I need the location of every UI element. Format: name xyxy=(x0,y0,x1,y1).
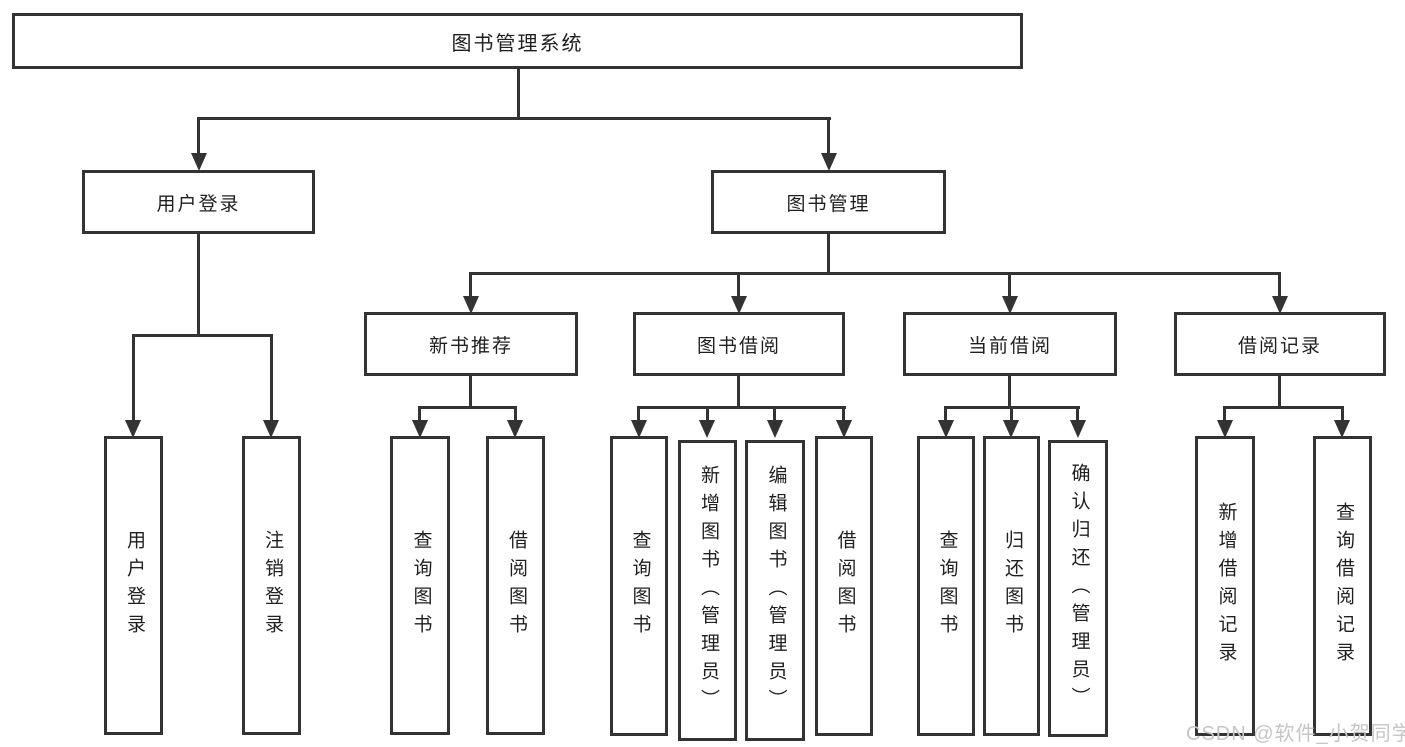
leaf-edit-books-admin-label: 编辑图书（管理员） xyxy=(765,464,787,717)
node-book-borrow-label: 图书借阅 xyxy=(696,335,781,357)
connector-current-borrow-drop xyxy=(1008,272,1011,300)
connector-book-mgmt-stem xyxy=(827,233,830,275)
node-new-book-recommend: 新书推荐 xyxy=(364,312,578,376)
arrowhead-down-icon xyxy=(1003,420,1019,438)
connector-book-mgmt-drop xyxy=(827,117,830,157)
connector-new-book-split xyxy=(418,406,517,409)
arrowhead-down-icon xyxy=(767,420,783,438)
leaf-add-books-admin: 新增图书（管理员） xyxy=(678,440,737,741)
connector-borrow-records-stem xyxy=(1278,375,1281,409)
connector-leaf-drop xyxy=(842,406,845,424)
arrowhead-down-icon xyxy=(507,420,523,438)
connector-leaf-drop xyxy=(706,406,709,424)
node-book-management: 图书管理 xyxy=(711,170,946,234)
node-borrow-records-label: 借阅记录 xyxy=(1237,335,1322,357)
leaf-query-books-current: 查询图书 xyxy=(917,436,975,736)
leaf-user-login-label: 用户登录 xyxy=(123,529,145,642)
node-book-management-label: 图书管理 xyxy=(786,193,871,215)
leaf-query-books-borrow: 查询图书 xyxy=(610,436,668,736)
connector-new-book-drop xyxy=(469,272,472,300)
arrowhead-down-icon xyxy=(731,296,747,314)
leaf-confirm-return-admin-label: 确认归还（管理员） xyxy=(1068,462,1090,715)
leaf-confirm-return-admin: 确认归还（管理员） xyxy=(1048,440,1108,737)
connector-user-login-split xyxy=(132,334,273,337)
arrowhead-down-icon xyxy=(699,420,715,438)
arrowhead-down-icon xyxy=(1217,420,1233,438)
leaf-edit-books-admin: 编辑图书（管理员） xyxy=(745,440,805,741)
arrowhead-down-icon xyxy=(463,296,479,314)
leaf-query-books-recommend: 查询图书 xyxy=(390,436,450,735)
connector-borrow-records-split xyxy=(1223,406,1344,409)
leaf-add-books-admin-label: 新增图书（管理员） xyxy=(697,464,719,717)
arrowhead-down-icon xyxy=(125,420,141,438)
leaf-return-books-label: 归还图书 xyxy=(1001,530,1023,642)
leaf-user-login: 用户登录 xyxy=(104,436,163,735)
connector-leaf-drop xyxy=(514,406,517,424)
node-user-login: 用户登录 xyxy=(82,170,315,234)
arrowhead-down-icon xyxy=(1002,296,1018,314)
arrowhead-down-icon xyxy=(938,420,954,438)
leaf-query-borrow-record-label: 查询借阅记录 xyxy=(1332,502,1354,670)
leaf-borrow-books-label: 借阅图书 xyxy=(834,530,856,642)
node-user-login-label: 用户登录 xyxy=(156,193,241,215)
arrowhead-down-icon xyxy=(1272,296,1288,314)
connector-new-book-stem xyxy=(469,375,472,409)
arrowhead-down-icon xyxy=(191,153,207,171)
connector-book-borrow-stem xyxy=(737,375,740,409)
node-new-book-recommend-label: 新书推荐 xyxy=(428,335,513,357)
leaf-add-borrow-record-label: 新增借阅记录 xyxy=(1215,502,1237,670)
connector-leaf-drop xyxy=(637,406,640,424)
leaf-query-books-borrow-label: 查询图书 xyxy=(629,530,651,642)
node-current-borrow: 当前借阅 xyxy=(903,312,1117,376)
connector-leaf-drop xyxy=(1223,406,1226,424)
leaf-borrow-books: 借阅图书 xyxy=(815,436,873,736)
connector-book-mgmt-split xyxy=(469,272,1281,275)
connector-leaf-drop xyxy=(944,406,947,424)
arrowhead-down-icon xyxy=(836,420,852,438)
connector-root-split xyxy=(197,117,831,120)
connector-book-borrow-split xyxy=(637,406,846,409)
connector-root-stem xyxy=(517,69,520,118)
connector-current-borrow-stem xyxy=(1008,375,1011,409)
connector-logout-leaf-drop xyxy=(270,334,273,424)
connector-book-borrow-drop xyxy=(737,272,740,300)
leaf-query-borrow-record: 查询借阅记录 xyxy=(1313,436,1372,736)
connector-user-login-stem xyxy=(197,233,200,337)
leaf-logout: 注销登录 xyxy=(242,436,301,735)
arrowhead-down-icon xyxy=(821,153,837,171)
connector-leaf-drop xyxy=(418,406,421,424)
connector-leaf-drop xyxy=(773,406,776,424)
connector-leaf-drop xyxy=(1076,406,1079,424)
connector-leaf-drop xyxy=(1341,406,1344,424)
leaf-query-books-current-label: 查询图书 xyxy=(936,530,958,642)
node-book-borrow: 图书借阅 xyxy=(633,312,845,376)
leaf-query-books-recommend-label: 查询图书 xyxy=(410,529,432,642)
arrowhead-down-icon xyxy=(1070,420,1086,438)
arrowhead-down-icon xyxy=(1334,420,1350,438)
arrowhead-down-icon xyxy=(412,420,428,438)
node-system-root-label: 图书管理系统 xyxy=(451,32,584,55)
connector-login-leaf-drop xyxy=(132,334,135,424)
node-system-root: 图书管理系统 xyxy=(12,13,1023,69)
node-borrow-records: 借阅记录 xyxy=(1174,312,1386,376)
leaf-borrow-books-recommend-label: 借阅图书 xyxy=(505,529,527,642)
leaf-borrow-books-recommend: 借阅图书 xyxy=(486,436,545,735)
arrowhead-down-icon xyxy=(631,420,647,438)
leaf-logout-label: 注销登录 xyxy=(261,529,283,642)
connector-leaf-drop xyxy=(1010,406,1013,424)
arrowhead-down-icon xyxy=(263,420,279,438)
leaf-return-books: 归还图书 xyxy=(983,436,1040,736)
node-current-borrow-label: 当前借阅 xyxy=(967,335,1052,357)
connector-user-login-drop xyxy=(197,117,200,157)
leaf-add-borrow-record: 新增借阅记录 xyxy=(1195,436,1255,736)
csdn-watermark: CSDN @软件_小贺同学 xyxy=(1186,723,1405,745)
connector-borrow-records-drop xyxy=(1278,272,1281,300)
